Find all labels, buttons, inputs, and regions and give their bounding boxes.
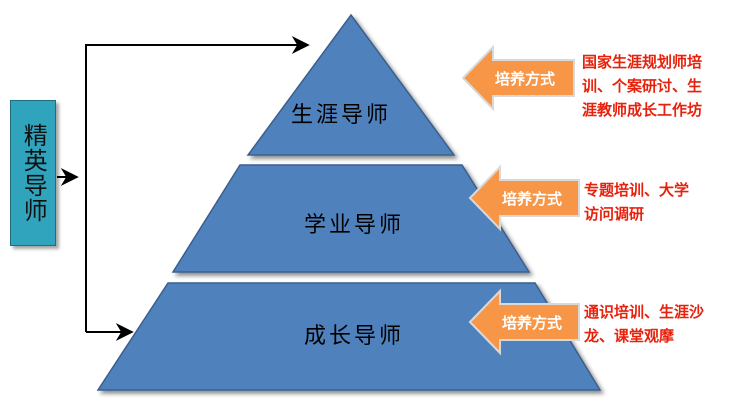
tier-bottom-shape — [96, 282, 602, 391]
method-desc-middle: 专题培训、大学 访问调研 — [584, 178, 689, 226]
method-label-bottom: 培养方式 — [502, 314, 563, 332]
method-desc-top: 国家生涯规划师培 训、个案研讨、生 涯教师成长工作坊 — [582, 50, 702, 122]
method-desc-top-line: 国家生涯规划师培 — [582, 53, 703, 71]
method-arrow-top — [461, 44, 575, 112]
elite-mentor-box: 精英导师 — [10, 100, 56, 246]
method-desc-middle-line: 访问调研 — [584, 205, 645, 223]
method-desc-bottom-line: 龙、课堂观摩 — [584, 327, 675, 345]
method-label-middle: 培养方式 — [502, 190, 563, 208]
elite-mentor-label: 精英导师 — [19, 123, 48, 223]
tier-middle-label: 学业导师 — [304, 213, 405, 238]
method-arrow-bottom — [468, 288, 580, 356]
method-desc-top-line: 涯教师成长工作坊 — [582, 101, 703, 119]
method-desc-bottom: 通识培训、生涯沙 龙、课堂观摩 — [584, 300, 704, 348]
method-label-top: 培养方式 — [495, 70, 556, 88]
tier-top-label: 生涯导师 — [291, 103, 392, 128]
connector-lines — [57, 36, 310, 341]
method-desc-bottom-line: 通识培训、生涯沙 — [584, 303, 705, 321]
method-desc-middle-line: 专题培训、大学 — [584, 181, 690, 199]
method-desc-top-line: 训、个案研讨、生 — [582, 77, 703, 95]
tier-top-shape — [246, 13, 456, 156]
tier-bottom-label: 成长导师 — [304, 324, 405, 349]
arrow-to-top-tier — [85, 36, 310, 332]
tier-middle-shape — [171, 164, 531, 273]
method-arrow-middle — [468, 164, 580, 232]
